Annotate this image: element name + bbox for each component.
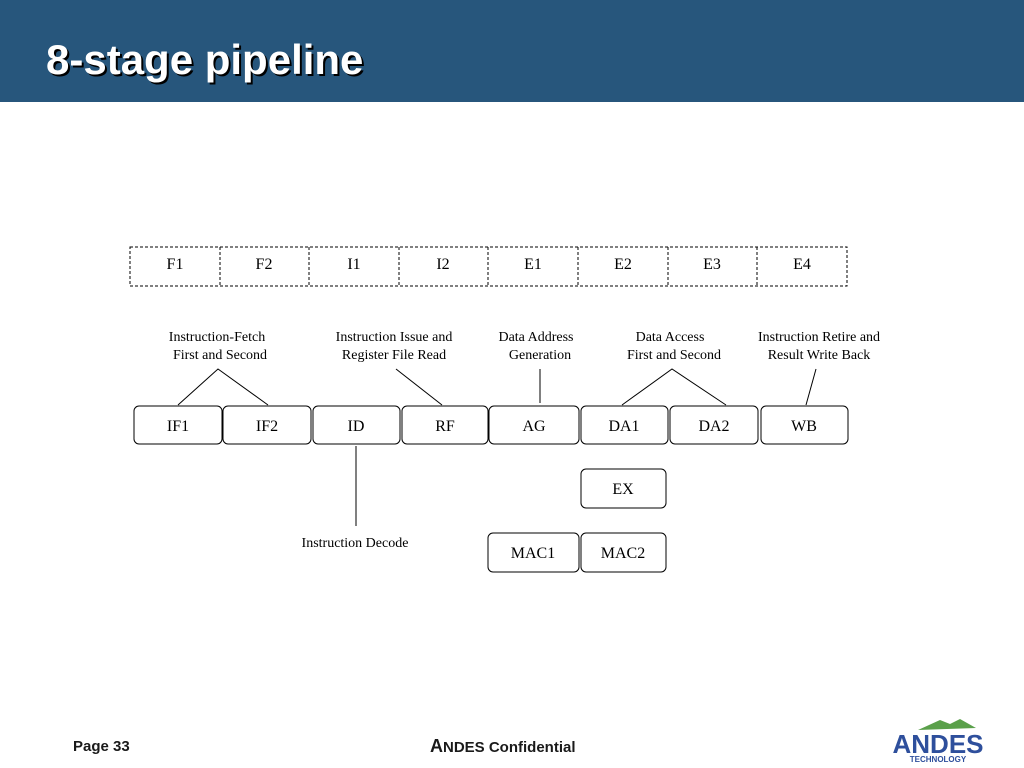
stage-i2: I2 bbox=[436, 256, 449, 273]
top-stage-outline bbox=[129, 246, 848, 287]
pipe-box-wb bbox=[760, 405, 849, 445]
stage-e1: E1 bbox=[524, 256, 542, 273]
confidential-initial: A bbox=[430, 736, 443, 756]
pipe-ag: AG bbox=[522, 418, 546, 435]
pipe-mac2: MAC2 bbox=[601, 545, 645, 562]
top-stage-row bbox=[129, 246, 848, 287]
pipe-box-da2 bbox=[669, 405, 759, 445]
pipe-if2: IF2 bbox=[256, 418, 278, 435]
desc-issue-line1: Instruction Issue and bbox=[336, 330, 453, 345]
desc-access-line1: Data Access bbox=[636, 330, 705, 345]
pipe-box-da1 bbox=[580, 405, 669, 445]
title-bar: 8-stage pipeline bbox=[0, 0, 1024, 102]
pipe-box-ex bbox=[580, 468, 667, 509]
desc-issue-line2: Register File Read bbox=[342, 348, 446, 363]
stage-e4: E4 bbox=[793, 256, 811, 273]
connector-access bbox=[621, 368, 727, 406]
desc-fetch-line1: Instruction-Fetch bbox=[169, 330, 265, 345]
pipe-box-ag bbox=[488, 405, 580, 445]
stage-e3: E3 bbox=[703, 256, 721, 273]
stage-f2: F2 bbox=[256, 256, 273, 273]
pipe-id: ID bbox=[348, 418, 365, 435]
connector-issue bbox=[395, 368, 443, 406]
pipe-if1: IF1 bbox=[167, 418, 189, 435]
connector-fetch bbox=[177, 368, 269, 406]
desc-access-line2: First and Second bbox=[627, 348, 721, 363]
pipe-box-if1 bbox=[133, 405, 223, 445]
desc-fetch-line2: First and Second bbox=[173, 348, 267, 363]
pipe-ex: EX bbox=[612, 481, 634, 498]
desc-decode: Instruction Decode bbox=[302, 536, 409, 551]
desc-addr-line2: Generation bbox=[509, 348, 571, 363]
connector-retire bbox=[805, 368, 817, 406]
logo-mountain-icon bbox=[918, 719, 976, 730]
pipe-da1: DA1 bbox=[608, 418, 639, 435]
stage-i1: I1 bbox=[347, 256, 360, 273]
pipe-wb: WB bbox=[791, 418, 817, 435]
pipe-box-mac2 bbox=[580, 532, 667, 573]
pipe-rf: RF bbox=[435, 418, 455, 435]
desc-addr-line1: Data Address bbox=[498, 330, 573, 345]
pipe-box-if2 bbox=[222, 405, 312, 445]
logo-word: ANDES bbox=[892, 729, 983, 759]
pipe-box-rf bbox=[401, 405, 489, 445]
pipe-box-id bbox=[312, 405, 401, 445]
pipe-mac1: MAC1 bbox=[511, 545, 555, 562]
pipe-box-mac1 bbox=[487, 532, 580, 573]
andes-logo: ANDES TECHNOLOGY bbox=[892, 719, 984, 764]
page-number: Page 33 bbox=[73, 738, 130, 755]
stage-e2: E2 bbox=[614, 256, 632, 273]
logo-subtitle: TECHNOLOGY bbox=[910, 755, 967, 764]
confidential-text: NDES Confidential bbox=[443, 739, 576, 756]
desc-retire-line2: Result Write Back bbox=[768, 348, 871, 363]
desc-retire-line1: Instruction Retire and bbox=[758, 330, 880, 345]
pipe-da2: DA2 bbox=[698, 418, 729, 435]
stage-f1: F1 bbox=[167, 256, 184, 273]
slide-title: 8-stage pipeline bbox=[46, 36, 364, 83]
confidential-notice: ANDES Confidential bbox=[430, 736, 576, 757]
